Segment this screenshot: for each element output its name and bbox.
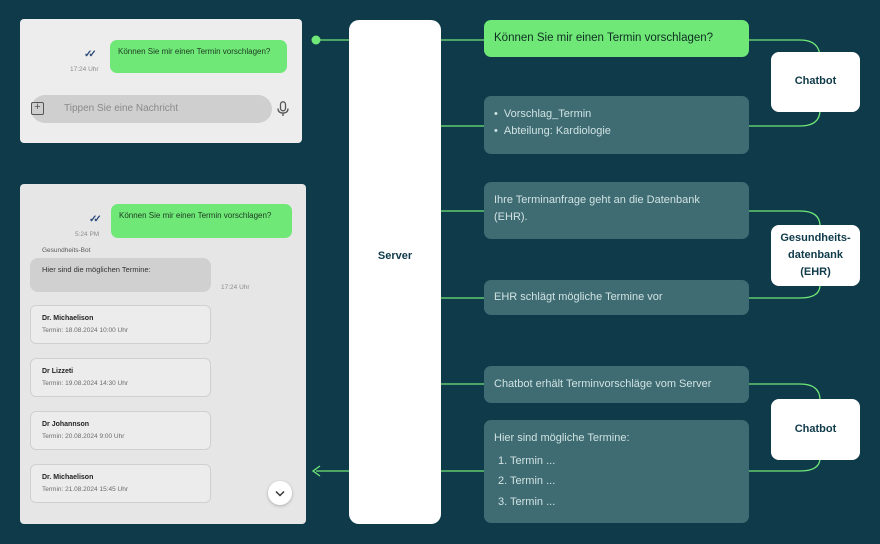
appointment-card[interactable]: Dr. Michaelison Termin: 21.08.2024 15:45… <box>30 464 211 503</box>
doctor-name: Dr Lizzeti <box>42 368 74 375</box>
appointment-card[interactable]: Dr Lizzeti Termin: 19.08.2024 14:30 Uhr <box>30 358 211 397</box>
outgoing-message: Können Sie mir einen Termin vorschlagen? <box>111 204 292 238</box>
flow-message-result: Hier sind mögliche Termine: 1. Termin ..… <box>484 420 749 523</box>
connector-msg5-to-chatbot <box>749 383 821 401</box>
actor-ehr-line: datenbank <box>787 248 843 261</box>
connector-chatbot-to-msg2 <box>749 109 821 127</box>
read-receipt-icon: ✓✓ <box>84 49 97 60</box>
actor-ehr-line: Gesundheits- <box>780 231 851 244</box>
result-item: 1. Termin ... <box>498 454 556 467</box>
read-receipt-icon: ✓✓ <box>89 214 102 225</box>
scroll-down-button[interactable] <box>268 481 292 505</box>
appointment-date: Termin: 18.08.2024 10:00 Uhr <box>42 327 128 334</box>
appointment-card[interactable]: Dr Johannson Termin: 20.08.2024 9:00 Uhr <box>30 411 211 450</box>
message-time: 17:24 Uhr <box>221 284 250 291</box>
message-input[interactable]: Tippen Sie eine Nachricht <box>31 95 272 123</box>
message-time: 17:24 Uhr <box>70 66 99 73</box>
appointment-date: Termin: 20.08.2024 9:00 Uhr <box>42 433 125 440</box>
server-column <box>349 20 441 524</box>
appointment-date: Termin: 21.08.2024 15:45 Uhr <box>42 486 128 493</box>
flow-message-intent: •Vorschlag_Termin •Abteilung: Kardiologi… <box>484 96 749 154</box>
result-item: 2. Termin ... <box>498 475 556 488</box>
chat-window-top <box>20 19 302 143</box>
result-item: 3. Termin ... <box>498 496 556 509</box>
chevron-down-icon <box>275 490 285 497</box>
intent-item: •Vorschlag_Termin <box>494 108 592 120</box>
actor-ehr-line: (EHR) <box>800 266 831 279</box>
arrow-head <box>311 465 321 477</box>
actor-ehr-database: Gesundheits- datenbank (EHR) <box>771 225 860 286</box>
result-intro: Hier sind mögliche Termine: <box>494 432 630 444</box>
appointment-date: Termin: 19.08.2024 14:30 Uhr <box>42 380 128 387</box>
outgoing-message: Können Sie mir einen Termin vorschlagen? <box>110 40 287 73</box>
doctor-name: Dr. Michaelison <box>42 474 94 481</box>
appointment-card[interactable]: Dr. Michaelison Termin: 18.08.2024 10:00… <box>30 305 211 344</box>
flow-message-chatbot-receives: Chatbot erhält Terminvorschläge vom Serv… <box>484 366 749 403</box>
flow-message-request: Können Sie mir einen Termin vorschlagen? <box>484 20 749 57</box>
message-time: 5:24 PM <box>75 231 100 238</box>
connector-ehr-to-msg4 <box>749 284 821 299</box>
actor-chatbot-top: Chatbot <box>771 52 860 112</box>
flow-message-to-ehr: Ihre Terminanfrage geht an die Datenbank… <box>484 182 749 239</box>
doctor-name: Dr Johannson <box>42 421 90 428</box>
connector-msg3-to-ehr <box>749 210 821 227</box>
microphone-icon[interactable] <box>277 101 289 117</box>
server-label: Server <box>377 250 413 262</box>
node-dot <box>311 35 321 45</box>
actor-chatbot-bottom: Chatbot <box>771 399 860 460</box>
attach-plus-icon[interactable]: + <box>31 102 44 115</box>
flow-message-ehr-suggests: EHR schlägt mögliche Termine vor <box>484 280 749 315</box>
incoming-message: Hier sind die möglichen Termine: <box>30 258 211 292</box>
intent-item: •Abteilung: Kardiologie <box>494 124 611 137</box>
doctor-name: Dr. Michaelison <box>42 315 94 322</box>
bot-name: Gesundheits-Bot <box>42 247 91 254</box>
